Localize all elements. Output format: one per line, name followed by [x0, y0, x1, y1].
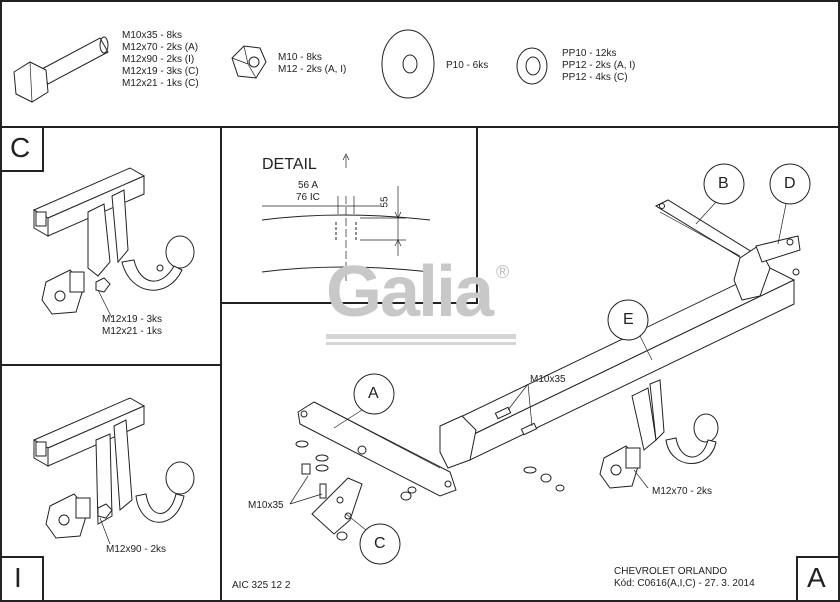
corner-label-a: A: [807, 562, 826, 593]
watermark-text: Galia: [326, 252, 494, 332]
washer-spec: P10 - 6ks: [446, 60, 489, 71]
bolt-spec-4: M12x19 - 3ks (C): [122, 66, 199, 77]
panel-i-bolt: M12x90 - 2ks: [106, 544, 167, 555]
label-m10x35-left: M10x35: [248, 500, 284, 511]
spring-washer-icon: [516, 47, 548, 85]
spring-spec-2: PP12 - 2ks (A, I): [562, 60, 636, 71]
corner-box-a: [796, 556, 840, 602]
main-drawing-panel: [220, 126, 840, 602]
panel-c-bolt-1: M12x19 - 3ks: [102, 314, 163, 325]
nut-spec-2: M12 - 2ks (A, I): [278, 64, 347, 75]
detail-label-56: 56 A: [298, 180, 319, 191]
spring-spec-1: PP10 - 12ks: [562, 48, 617, 59]
corner-label-c: C: [10, 132, 31, 163]
bolt-spec-5: M12x21 - 1ks (C): [122, 78, 199, 89]
callout-b: B: [718, 175, 729, 192]
nut-icon: [231, 45, 267, 79]
detail-dim-55: 55: [379, 196, 391, 208]
code-line: Kód: C0616(A,I,C) - 27. 3. 2014: [614, 578, 755, 589]
spring-spec-3: PP12 - 4ks (C): [562, 72, 628, 83]
detail-drawing: [261, 153, 431, 282]
nut-spec-1: M10 - 8ks: [278, 52, 322, 63]
detail-label-76: 76 IC: [296, 192, 320, 203]
callout-e: E: [623, 311, 634, 328]
drawing-code: AIC 325 12 2: [232, 580, 291, 591]
label-m12x70: M12x70 - 2ks: [652, 486, 713, 497]
callout-c: C: [374, 535, 386, 552]
detail-title: DETAIL: [262, 156, 317, 173]
bolt-spec-1: M10x35 - 8ks: [122, 30, 183, 41]
callout-circles: [289, 163, 811, 565]
label-m10x35-top: M10x35: [530, 374, 566, 385]
panel-c-drawing: [32, 167, 195, 319]
callout-d: D: [784, 175, 796, 192]
corner-label-i: I: [14, 562, 22, 593]
bolt-spec-2: M12x70 - 2ks (A): [122, 42, 199, 53]
washer-icon: [381, 29, 435, 99]
panel-c-bolt-2: M12x21 - 1ks: [102, 326, 163, 337]
panel-i-drawing: [32, 397, 195, 545]
detail-panel: [220, 126, 478, 304]
galia-watermark: [326, 334, 516, 345]
bolt-icon: [13, 36, 109, 103]
vehicle-name: CHEVROLET ORLANDO: [614, 566, 728, 577]
corner-box-i: [0, 556, 44, 602]
corner-box-c: [0, 126, 44, 172]
watermark-registered: ®: [496, 262, 510, 282]
callout-a: A: [368, 385, 379, 402]
towbar-assembly: [295, 199, 801, 541]
bolt-spec-3: M12x90 - 2ks (I): [122, 54, 195, 65]
